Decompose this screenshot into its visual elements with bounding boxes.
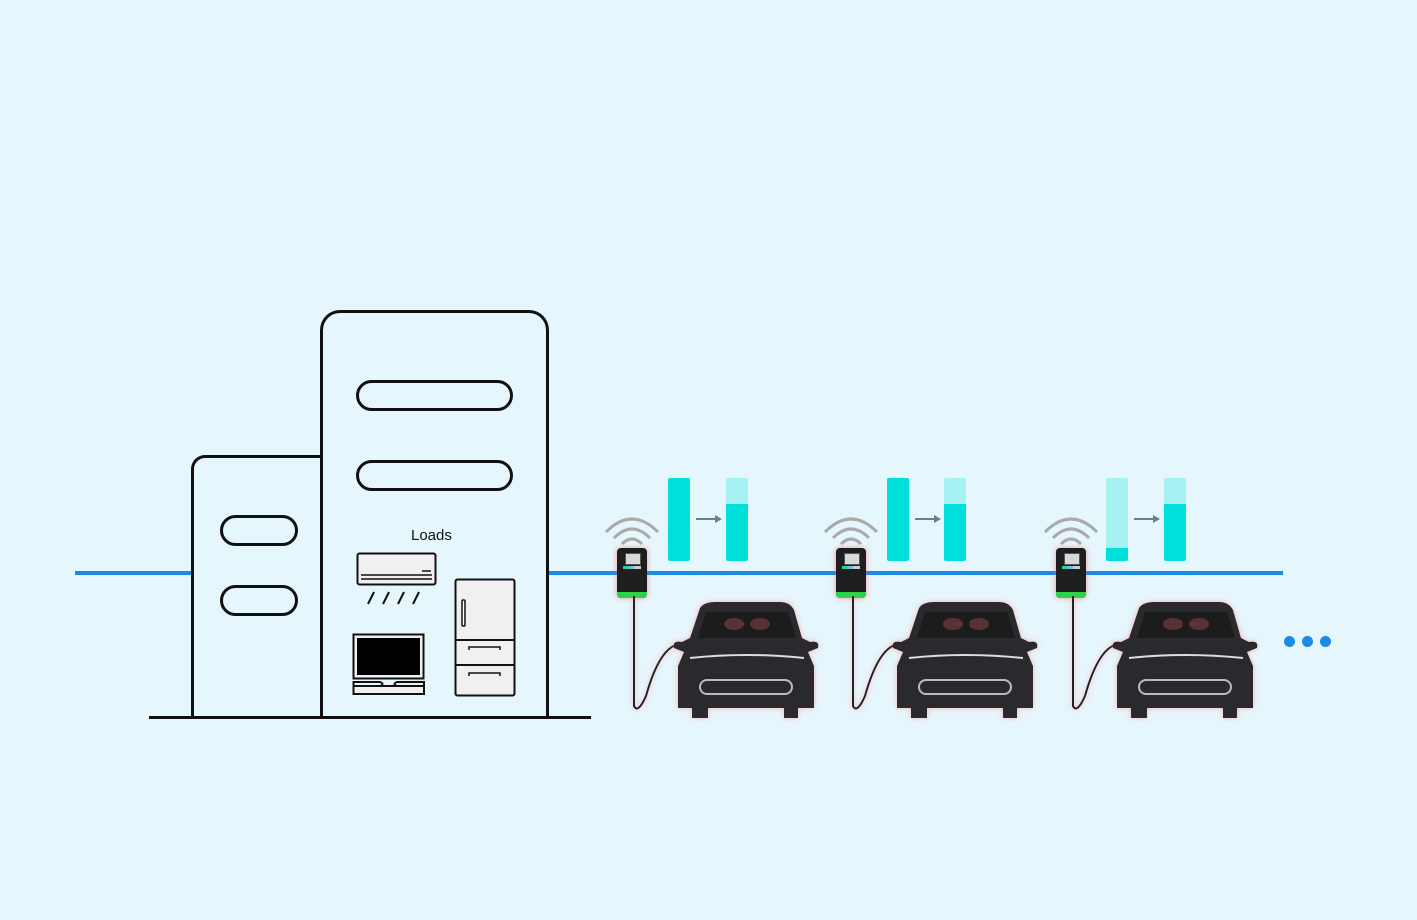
monitor-icon xyxy=(352,633,425,695)
window xyxy=(220,515,298,546)
ev-charger xyxy=(1056,548,1086,598)
air-conditioner-icon xyxy=(356,552,437,605)
wifi-signal-icon xyxy=(1043,517,1099,546)
charger-leds xyxy=(1062,566,1080,569)
battery-after xyxy=(726,478,748,561)
ellipsis-dot xyxy=(1320,636,1331,647)
battery-before xyxy=(668,478,690,561)
power-line xyxy=(75,571,1283,575)
ev-car-1 xyxy=(633,596,819,718)
charger-screen xyxy=(1064,553,1080,565)
charger-screen xyxy=(844,553,860,565)
ellipsis-dot xyxy=(1284,636,1295,647)
charger-green-led xyxy=(617,592,647,598)
battery-after xyxy=(1164,478,1186,561)
battery-before xyxy=(1106,478,1128,561)
charger-leds xyxy=(842,566,860,569)
window xyxy=(356,460,513,491)
charger-leds xyxy=(623,566,641,569)
wifi-signal-icon xyxy=(604,517,660,546)
window xyxy=(220,585,298,616)
charger-green-led xyxy=(1056,592,1086,598)
arrow-icon xyxy=(696,515,722,523)
wifi-signal-icon xyxy=(823,517,879,546)
charger-green-led xyxy=(836,592,866,598)
charging-cable xyxy=(852,596,900,710)
charging-cable xyxy=(633,596,681,710)
arrow-icon xyxy=(915,515,941,523)
ev-car-3 xyxy=(1072,596,1258,718)
window xyxy=(356,380,513,411)
ev-charger xyxy=(836,548,866,598)
ev-charger xyxy=(617,548,647,598)
ground-line xyxy=(149,716,591,719)
ev-car-2 xyxy=(852,596,1038,718)
arrow-icon xyxy=(1134,515,1160,523)
loads-label: Loads xyxy=(411,527,452,544)
battery-after xyxy=(944,478,966,561)
charger-screen xyxy=(625,553,641,565)
charging-cable xyxy=(1072,596,1120,710)
ellipsis-dot xyxy=(1302,636,1313,647)
refrigerator-icon xyxy=(454,578,516,697)
battery-before xyxy=(887,478,909,561)
